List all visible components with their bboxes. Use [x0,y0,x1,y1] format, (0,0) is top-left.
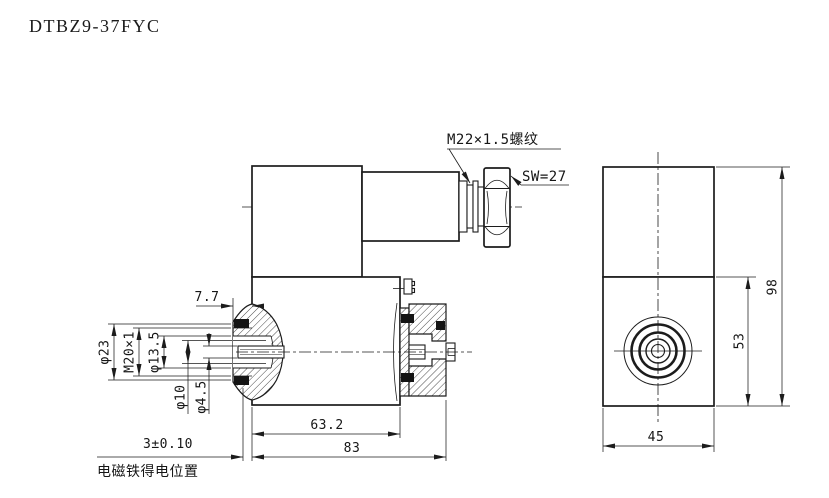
seal-ring [401,373,414,382]
dim-label: φ10 [174,385,189,410]
dim-53: 53 [716,276,756,406]
dim-label: φ23 [98,340,113,365]
mounting-face-circles [614,316,702,386]
dim-label: 98 [766,279,781,296]
drawing-title: DTBZ9-37FYC [29,16,161,36]
dim-m20-thread: M20×1 [123,327,231,377]
thread-label: M22×1.5螺纹 [447,132,539,148]
side-view: 53 98 45 [602,152,790,452]
thread-relief [458,180,485,233]
energized-position-note: 电磁铁得电位置 [97,463,199,480]
dim-stroke-3: 3±0.10 电磁铁得电位置 [97,388,244,480]
side-view-lower-block [602,276,715,407]
dim-label: 7.7 [195,290,220,305]
dim-dia23: φ23 [98,323,231,381]
connector-cylinder [361,171,460,242]
dim-45: 45 [602,408,715,452]
seal-ring [436,321,445,330]
dim-label: 45 [648,430,665,445]
end-plug [399,303,456,397]
seal-ring [234,376,249,385]
thread-leader: M22×1.5螺纹 [447,132,561,184]
dim-7-7: 7.7 [195,290,264,321]
seal-ring [234,319,249,328]
dim-label: M20×1 [123,331,138,373]
wrench-size-leader: SW=27 [510,169,569,186]
dim-label: 53 [733,333,748,350]
dim-label: 63.2 [310,418,343,433]
dim-dia13-5: φ13.5 [148,331,231,373]
coil-housing [251,165,363,278]
dim-label: 3±0.10 [143,437,193,452]
dim-label: 83 [344,441,361,456]
dim-label: φ13.5 [148,331,163,373]
side-view-upper-block [602,166,715,278]
hex-nut [483,167,511,248]
dim-dia4-5: φ4.5 [195,333,237,414]
wrench-size-label: SW=27 [522,169,567,185]
dim-label: φ4.5 [195,380,210,413]
dim-83: 83 [252,400,447,461]
seal-ring [401,314,414,323]
dim-98: 98 [716,166,790,407]
front-view: M22×1.5螺纹 SW=27 [97,132,569,480]
terminal-screw [393,278,416,295]
dim-63-2: 63.2 [251,407,401,461]
